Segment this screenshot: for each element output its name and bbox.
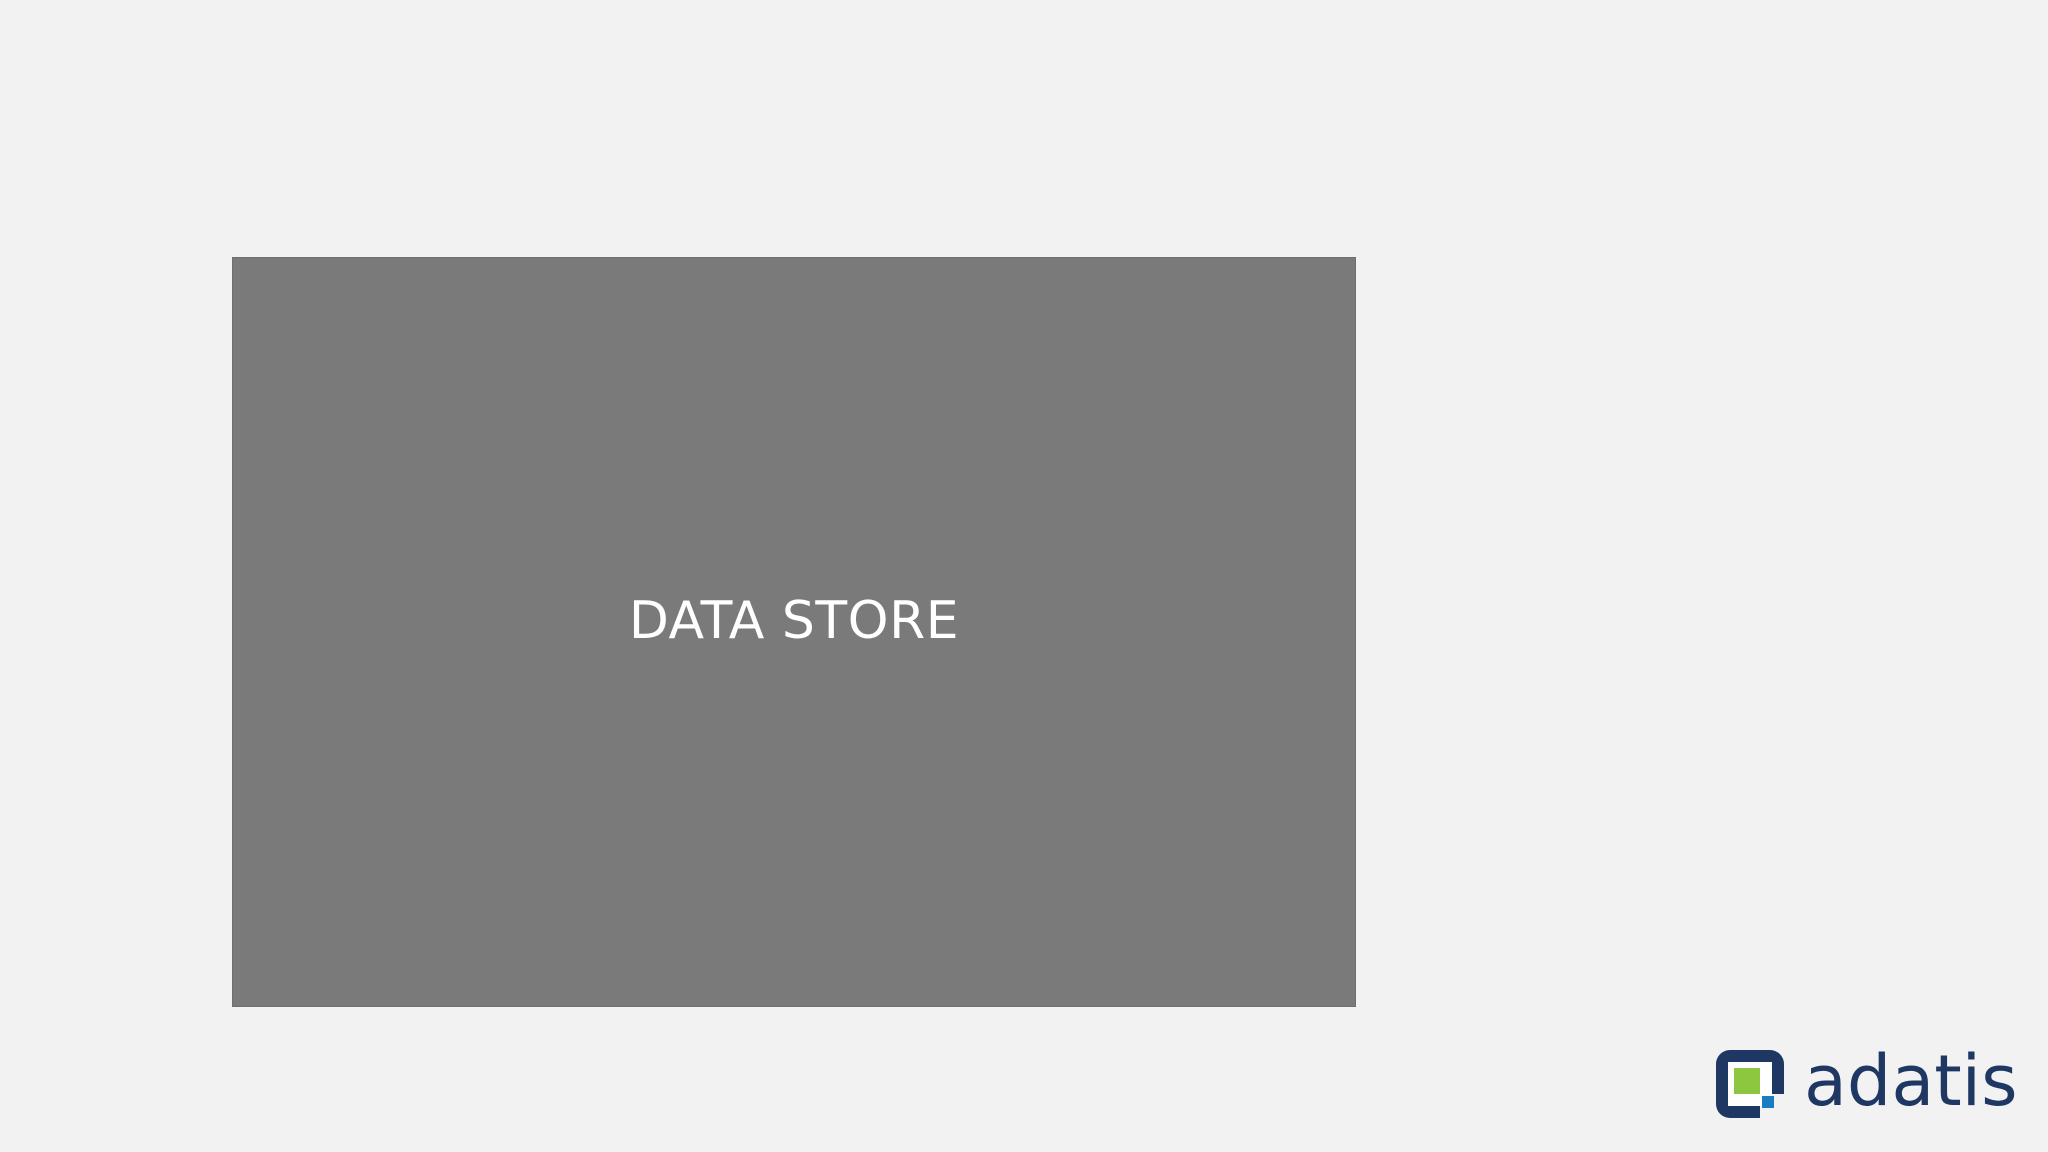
adatis-logo: adatis <box>1714 1046 2018 1120</box>
data-store-label: DATA STORE <box>628 591 960 651</box>
adatis-logo-mark-icon <box>1716 1050 1786 1120</box>
adatis-logo-text: adatis <box>1804 1040 2018 1122</box>
data-store-box: DATA STORE <box>232 257 1356 1007</box>
